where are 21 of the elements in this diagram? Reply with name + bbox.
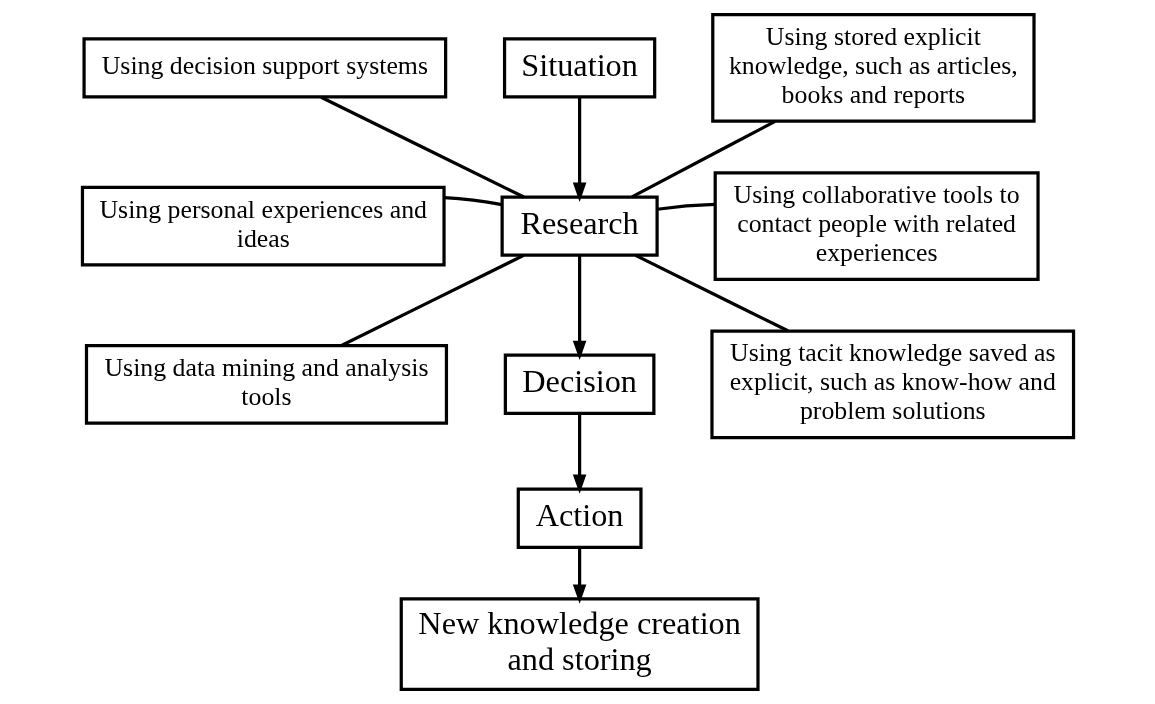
node-box: Decision	[503, 353, 655, 415]
connector	[443, 196, 502, 207]
node-box: Research	[500, 195, 659, 257]
arrow	[572, 255, 586, 361]
arrow	[572, 413, 586, 494]
connector	[630, 119, 776, 199]
connector	[634, 253, 789, 333]
node-box: New knowledge creation and storing	[399, 597, 760, 691]
connector	[319, 95, 525, 199]
node-box: Action	[516, 487, 643, 549]
arrow	[572, 97, 586, 202]
connector	[656, 202, 715, 211]
node-box: Situation	[502, 37, 656, 99]
node-box: Using decision support systems	[81, 37, 447, 99]
node-box: Using tacit knowledge saved as explicit, such as know-how and problem solutions	[709, 329, 1075, 440]
connector	[340, 253, 524, 347]
node-box: Using data mining and analysis tools	[84, 343, 448, 425]
arrow	[572, 547, 586, 604]
node-box: Using stored explicit knowledge, such as articles, books and reports	[710, 13, 1036, 123]
node-box: Using personal experiences and ideas	[80, 185, 446, 267]
node-box: Using collaborative tools to contact people with related experiences	[713, 171, 1040, 281]
